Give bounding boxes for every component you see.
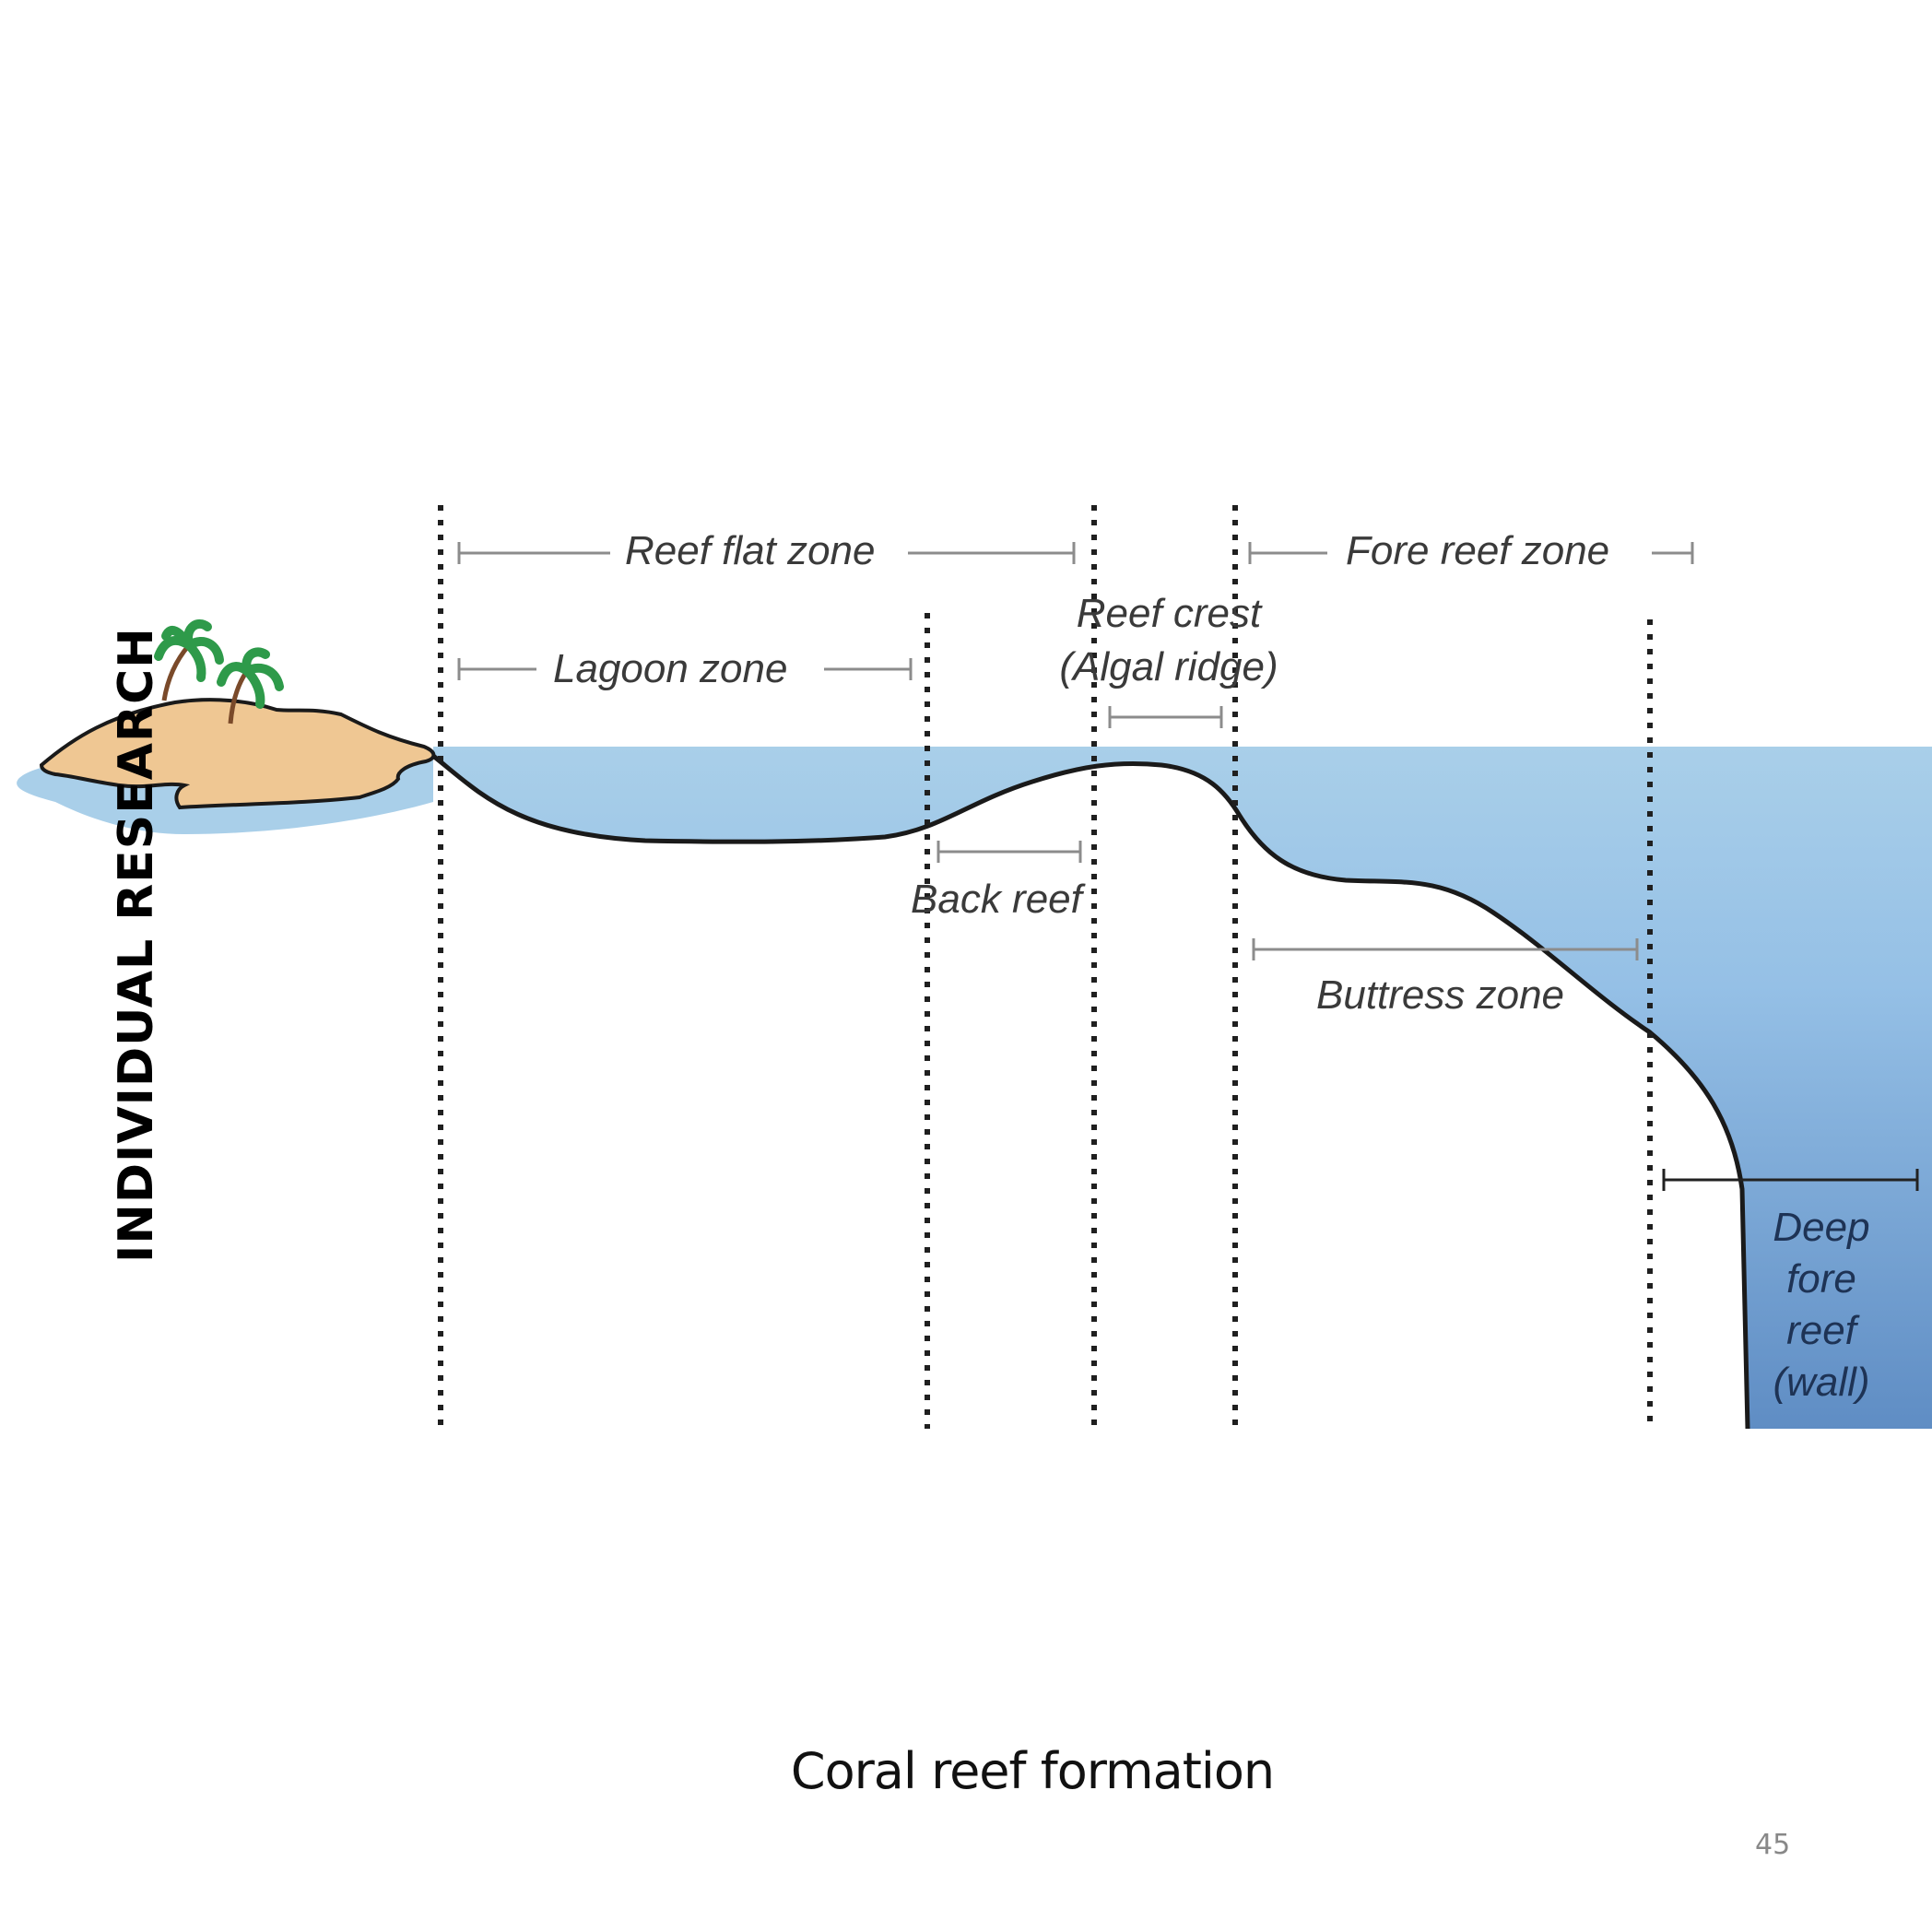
reef-profile-fill bbox=[433, 756, 1748, 1429]
label-algal-ridge: (Algal ridge) bbox=[1059, 644, 1278, 689]
bracket-fore-reef bbox=[1248, 542, 1694, 564]
label-reef-flat: Reef flat zone bbox=[625, 528, 876, 573]
caption: Coral reef formation bbox=[790, 1742, 1275, 1800]
label-lagoon: Lagoon zone bbox=[553, 646, 787, 691]
label-deep-3: reef bbox=[1786, 1308, 1861, 1353]
label-fore-reef: Fore reef zone bbox=[1346, 528, 1609, 573]
bracket-deep-fore-reef bbox=[1662, 1169, 1919, 1191]
label-buttress: Buttress zone bbox=[1316, 972, 1564, 1018]
label-deep-4: (wall) bbox=[1773, 1360, 1869, 1405]
reef-profile-line bbox=[431, 754, 1750, 1430]
palm-tree-icon bbox=[154, 618, 224, 701]
bracket-lagoon bbox=[457, 658, 913, 680]
island bbox=[39, 698, 436, 810]
bracket-reef-flat bbox=[457, 542, 1076, 564]
bracket-reef-crest bbox=[1108, 706, 1223, 728]
label-deep-2: fore bbox=[1786, 1256, 1856, 1302]
vertical-title: INDIVIDUAL RESEARCH bbox=[109, 627, 164, 1263]
bracket-back-reef bbox=[937, 841, 1082, 863]
page-number: 45 bbox=[1755, 1829, 1791, 1861]
bracket-buttress bbox=[1252, 938, 1639, 960]
label-back-reef: Back reef bbox=[911, 877, 1087, 922]
label-reef-crest: Reef crest bbox=[1077, 591, 1263, 636]
palm-tree-icon bbox=[217, 647, 284, 724]
label-deep-1: Deep bbox=[1773, 1205, 1869, 1250]
